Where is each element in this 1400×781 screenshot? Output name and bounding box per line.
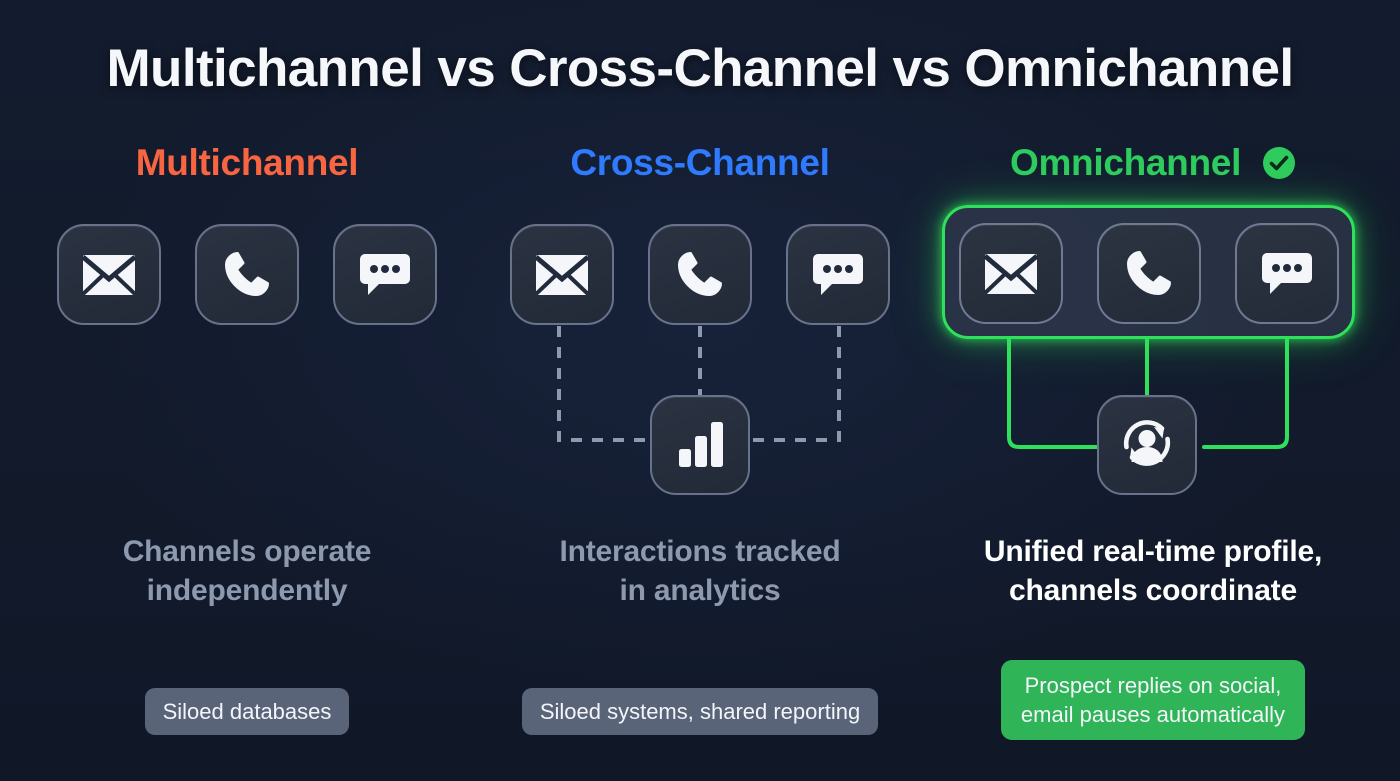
pill-wrap-cross-channel: Siloed systems, shared reporting	[467, 688, 933, 735]
profile-sync-icon	[1118, 414, 1176, 477]
chat-bubble-icon	[359, 253, 411, 297]
channel-tile-row-cross-channel	[467, 224, 933, 325]
channel-tile-row-omnichannel	[945, 223, 1352, 324]
column-omnichannel: Omnichannel	[920, 0, 1386, 781]
channel-tile-chat[interactable]	[1234, 223, 1339, 324]
channel-tile-row-multichannel	[14, 224, 480, 325]
column-heading-omnichannel: Omnichannel	[920, 142, 1386, 189]
column-caption-cross-channel: Interactions tracked in analytics	[559, 535, 841, 607]
column-caption-multichannel: Channels operate independently	[122, 535, 372, 607]
channel-tile-email[interactable]	[57, 224, 161, 325]
column-multichannel: Multichannel	[14, 0, 480, 781]
channel-tile-chat[interactable]	[786, 224, 890, 325]
unified-profile-hub-tile[interactable]	[1097, 395, 1197, 495]
column-cross-channel: Cross-Channel	[467, 0, 933, 781]
channel-tile-phone[interactable]	[648, 224, 752, 325]
channel-tile-phone[interactable]	[195, 224, 299, 325]
channel-tile-phone[interactable]	[1096, 223, 1201, 324]
column-heading-label: Multichannel	[135, 142, 359, 183]
column-heading-label: Omnichannel	[1009, 142, 1242, 183]
connector-lines-dashed	[557, 326, 841, 442]
status-badge-multichannel: Siloed databases	[144, 688, 350, 735]
envelope-icon	[82, 254, 136, 296]
pill-wrap-multichannel: Siloed databases	[14, 688, 480, 735]
page-title: Multichannel vs Cross-Channel vs Omnicha…	[106, 39, 1295, 98]
envelope-icon	[983, 253, 1038, 295]
phone-icon	[224, 251, 270, 299]
channel-tile-chat[interactable]	[333, 224, 437, 325]
phone-icon	[677, 251, 723, 299]
phone-icon	[1126, 250, 1172, 298]
channel-tile-email[interactable]	[958, 223, 1063, 324]
pill-wrap-omnichannel: Prospect replies on social, email pauses…	[920, 660, 1386, 740]
channel-tile-email[interactable]	[510, 224, 614, 325]
chat-bubble-icon	[1261, 252, 1313, 296]
status-badge-cross-channel: Siloed systems, shared reporting	[521, 688, 879, 735]
analytics-hub-tile[interactable]	[650, 395, 750, 495]
circle-check-icon	[1262, 146, 1296, 189]
bar-chart-icon	[674, 417, 726, 474]
column-heading-cross-channel: Cross-Channel	[467, 142, 933, 184]
column-heading-multichannel: Multichannel	[14, 142, 480, 184]
status-badge-omnichannel: Prospect replies on social, email pauses…	[1000, 660, 1306, 740]
column-caption-omnichannel: Unified real-time profile, channels coor…	[983, 535, 1323, 607]
column-heading-label: Cross-Channel	[570, 142, 830, 183]
unified-channel-frame	[942, 205, 1355, 339]
chat-bubble-icon	[812, 253, 864, 297]
envelope-icon	[535, 254, 589, 296]
